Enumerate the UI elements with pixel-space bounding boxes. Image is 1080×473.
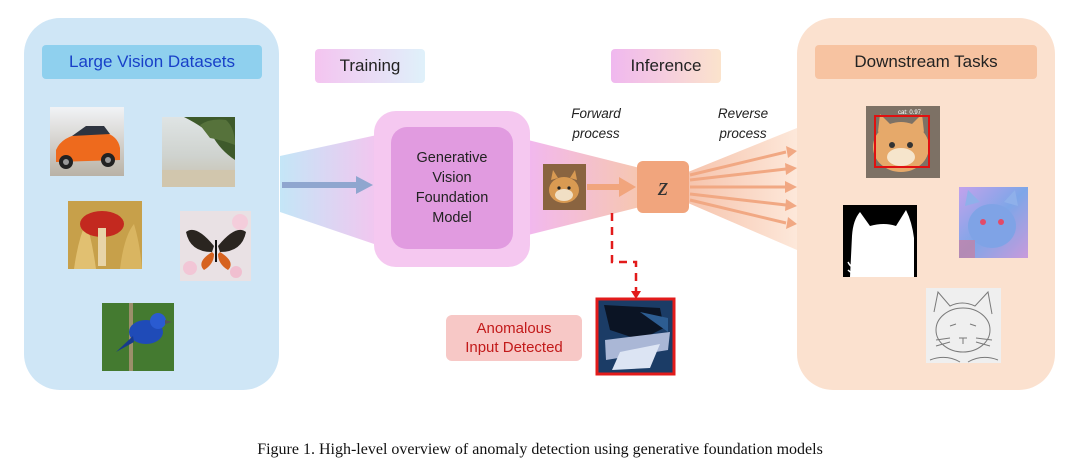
model-label-line: Model	[432, 210, 472, 226]
inference-label: Inference	[611, 49, 721, 83]
anomaly-dashed-arrow	[610, 213, 638, 292]
car-image	[50, 107, 124, 176]
downstream-label: Downstream Tasks	[815, 45, 1037, 79]
model-label-line: Vision	[432, 170, 472, 186]
reverse-label-line: Reverse	[717, 106, 769, 121]
anomaly-label-line: Input Detected	[465, 339, 563, 356]
latent-z-box: z	[637, 161, 689, 213]
figure-caption: Figure 1. High-level overview of anomaly…	[257, 441, 823, 458]
training-arrow	[356, 176, 373, 194]
stylized-cat-image	[959, 187, 1028, 258]
foundation-model-box: Generative Vision Foundation Model	[391, 127, 513, 249]
anomaly-detected-label: Anomalous Input Detected	[446, 315, 582, 361]
reverse-process-label: Reverse process	[705, 104, 781, 144]
reverse-arrows	[689, 146, 797, 229]
model-label-line: Foundation	[415, 190, 489, 206]
mushroom-image	[68, 201, 142, 269]
lake-image	[162, 117, 235, 187]
model-label-line: Generative	[416, 150, 488, 166]
datasets-label: Large Vision Datasets	[42, 45, 262, 79]
forward-label-line: Forward	[571, 106, 621, 121]
detection-box-label: cat: 0.97	[898, 110, 922, 116]
training-beam	[280, 135, 377, 245]
edge-sketch-cat-image	[926, 288, 1001, 363]
reverse-label-line: process	[719, 126, 767, 141]
detected-cat-image: cat: 0.97	[866, 106, 940, 178]
training-label: Training	[315, 49, 425, 83]
input-cat-image	[543, 164, 586, 210]
bird-image	[102, 303, 174, 371]
cat-mask-image	[843, 205, 917, 277]
anomaly-label-line: Anomalous	[476, 320, 552, 337]
forward-process-label: Forward process	[560, 104, 632, 144]
anomalous-image	[595, 297, 676, 376]
forward-label-line: process	[572, 126, 620, 141]
butterfly-image	[180, 211, 251, 281]
reverse-beam	[688, 128, 797, 250]
forward-arrow	[619, 177, 636, 197]
